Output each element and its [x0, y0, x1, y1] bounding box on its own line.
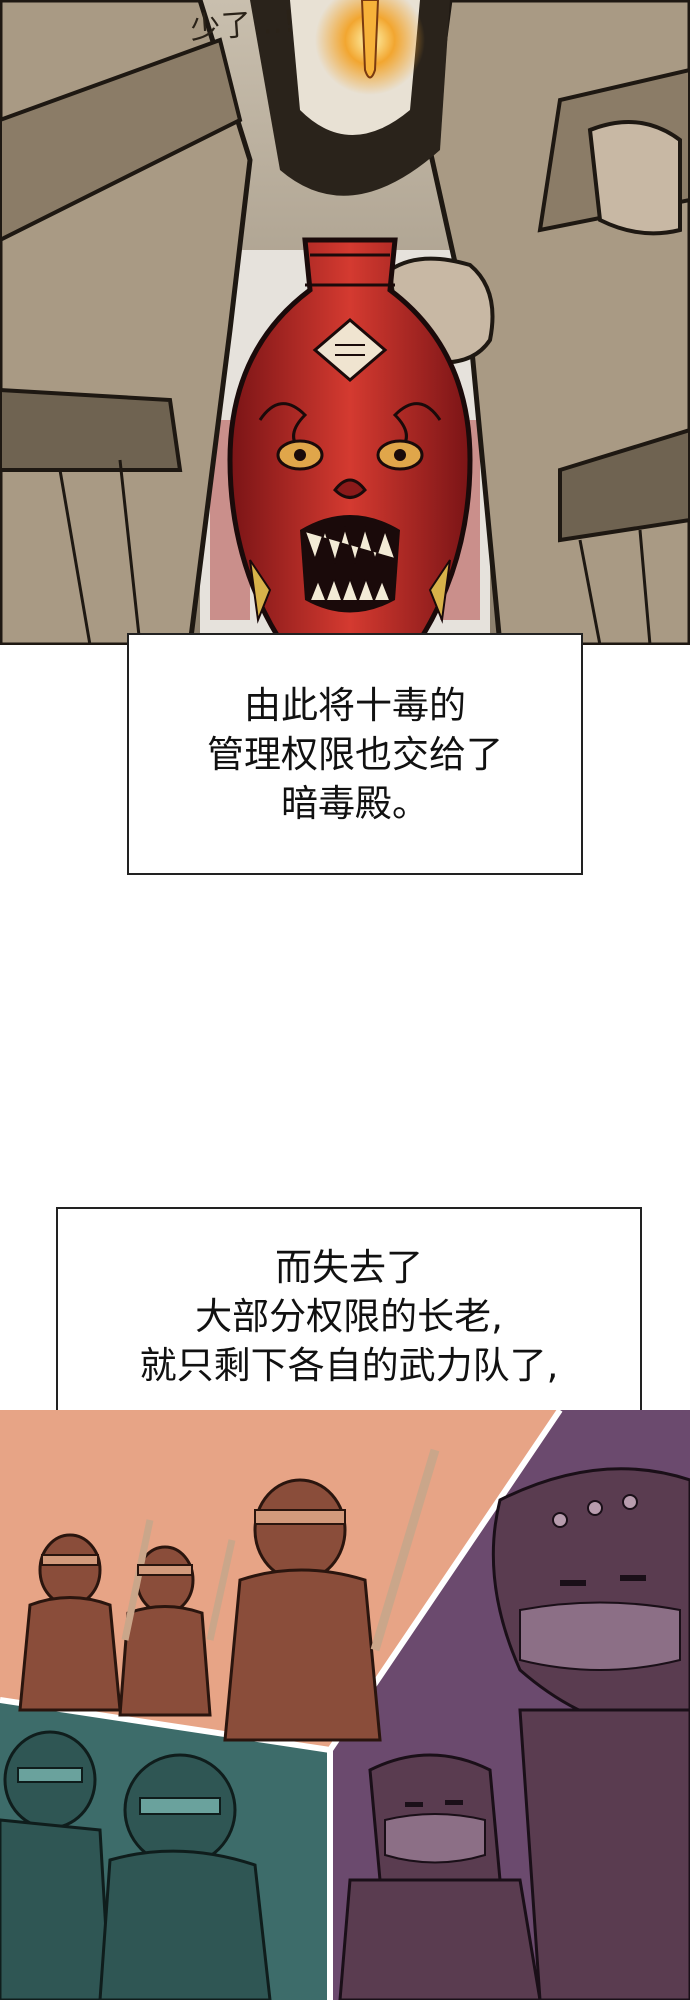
narration-text-2: 而失去了 大部分权限的长老, 就只剩下各自的武力队了,: [140, 1243, 559, 1390]
sound-effect-text: 少了…!: [189, 4, 298, 47]
narration-line: 就只剩下各自的武力队了,: [139, 1343, 559, 1387]
narration-box-2: 而失去了 大部分权限的长老, 就只剩下各自的武力队了,: [56, 1207, 642, 1425]
narration-box-1: 由此将十毒的 管理权限也交给了 暗毒殿。: [127, 633, 583, 875]
narration-line: 而失去了: [274, 1245, 423, 1289]
narration-line: 由此将十毒的: [244, 683, 466, 727]
warriors-panel-art: [0, 1410, 690, 2000]
narration-text-1: 由此将十毒的 管理权限也交给了 暗毒殿。: [207, 681, 503, 828]
vase-panel-art: [0, 0, 690, 645]
warriors-panel: [0, 1410, 690, 2000]
vase-panel: 少了…!: [0, 0, 690, 645]
narration-line: 管理权限也交给了: [207, 732, 503, 776]
narration-line: 大部分权限的长老,: [195, 1294, 503, 1338]
narration-line: 暗毒殿。: [281, 781, 429, 825]
